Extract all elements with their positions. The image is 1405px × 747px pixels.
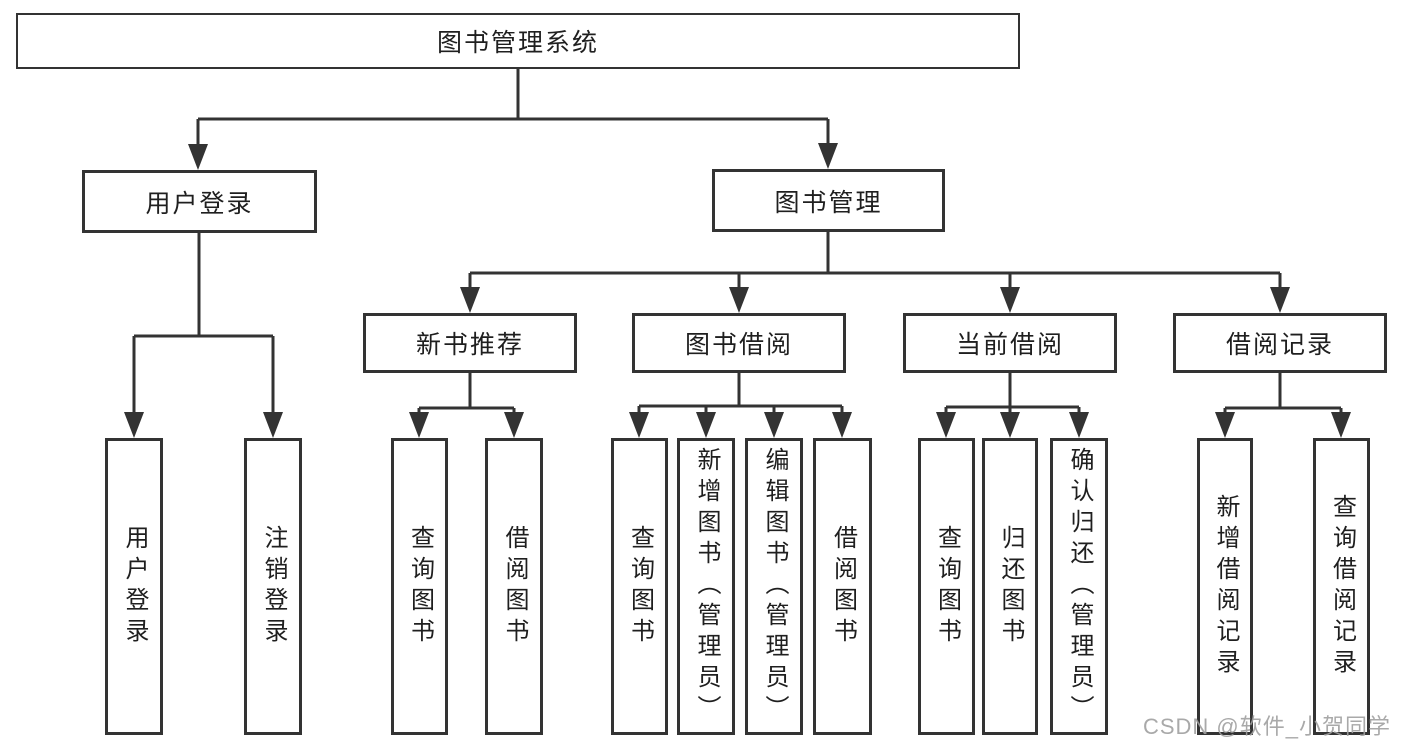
node-label: 图书借阅 — [684, 331, 793, 359]
leaf-user-login: 用户登录 — [105, 438, 163, 735]
node-label: 归还图书 — [997, 524, 1024, 649]
leaf-logout: 注销登录 — [244, 438, 302, 735]
node-borrow-records: 借阅记录 — [1173, 313, 1387, 373]
node-user-login: 用户登录 — [82, 170, 317, 233]
node-root-system: 图书管理系统 — [16, 13, 1020, 69]
node-label: 借阅图书 — [829, 524, 857, 649]
node-label: 图书管理 — [774, 188, 883, 217]
node-book-management: 图书管理 — [712, 169, 945, 232]
leaf-add-book-admin: 新增图书（管理员） — [677, 438, 735, 735]
csdn-watermark: CSDN @软件_小贺同学 — [1142, 714, 1391, 739]
leaf-borrow-books-borrowing: 借阅图书 — [813, 438, 872, 735]
leaf-confirm-return-admin: 确认归还（管理员） — [1050, 438, 1108, 735]
node-label: 借阅记录 — [1225, 331, 1334, 359]
node-label: 用户登录 — [121, 524, 148, 649]
node-label: 新书推荐 — [415, 331, 524, 359]
node-label: 新增借阅记录 — [1212, 493, 1239, 680]
leaf-query-books-current: 查询图书 — [918, 438, 975, 735]
arrowhead-icons — [124, 143, 1351, 438]
connector-path — [132, 68, 1343, 414]
node-book-borrowing: 图书借阅 — [632, 313, 846, 373]
node-current-borrowing: 当前借阅 — [903, 313, 1117, 373]
node-label: 借阅图书 — [501, 524, 528, 649]
leaf-edit-book-admin: 编辑图书（管理员） — [745, 438, 803, 735]
node-label: 注销登录 — [260, 524, 287, 649]
node-new-book-recommend: 新书推荐 — [363, 313, 577, 373]
node-label: 查询借阅记录 — [1328, 493, 1356, 680]
leaf-borrow-books-recommend: 借阅图书 — [485, 438, 543, 735]
leaf-query-books-recommend: 查询图书 — [391, 438, 448, 735]
node-label: 查询图书 — [933, 524, 961, 649]
node-label: 图书管理系统 — [436, 29, 599, 57]
node-label: 查询图书 — [626, 524, 654, 649]
node-label: 用户登录 — [145, 189, 254, 218]
leaf-query-borrow-record: 查询借阅记录 — [1313, 438, 1370, 735]
leaf-return-books: 归还图书 — [982, 438, 1038, 735]
node-label: 查询图书 — [406, 524, 434, 649]
node-label: 新增图书（管理员） — [693, 447, 720, 726]
node-label: 确认归还（管理员） — [1066, 447, 1093, 726]
node-label: 编辑图书（管理员） — [761, 447, 788, 726]
leaf-query-books-borrowing: 查询图书 — [611, 438, 668, 735]
leaf-add-borrow-record: 新增借阅记录 — [1197, 438, 1253, 735]
node-label: 当前借阅 — [955, 331, 1064, 359]
